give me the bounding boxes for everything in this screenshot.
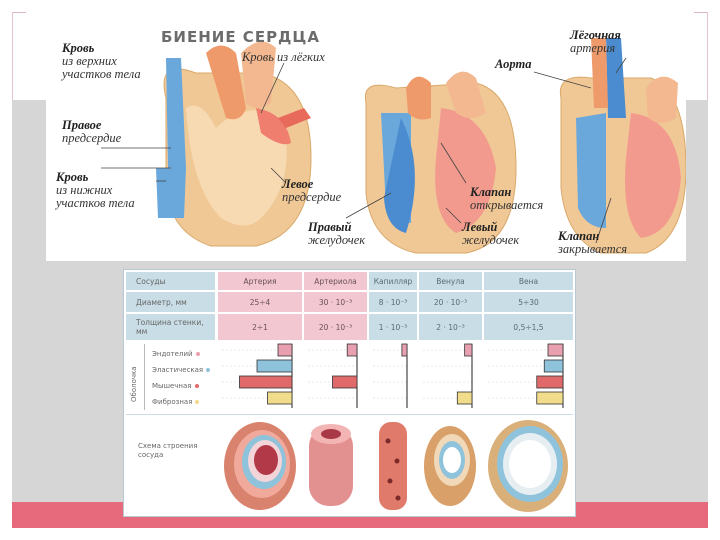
scheme-divider <box>126 414 573 415</box>
layer-fibrous: Фиброзная <box>152 398 199 406</box>
label-pulmonary-artery: Лёгочная артерия <box>570 29 621 55</box>
shell-label: Оболочка <box>130 366 138 402</box>
corner-mark <box>12 12 26 26</box>
cell-diameter: 8 · 10⁻³ <box>369 292 417 312</box>
frame-line <box>12 12 13 102</box>
label-blood-upper: Кровь из верхних участков тела <box>62 42 141 81</box>
cell-diameter: 30 · 10⁻³ <box>304 292 367 312</box>
layer-bars <box>218 342 574 412</box>
row-diameter-label: Диаметр, мм <box>126 292 215 312</box>
col-artery: Артерия <box>218 272 302 290</box>
artery-illustration <box>224 422 296 510</box>
label-left-atrium: Левое предсердие <box>282 178 341 204</box>
label-right-atrium: Правое предсердие <box>62 119 121 145</box>
layer-bar <box>465 344 472 356</box>
layer-elastic: Эластическая <box>152 366 210 374</box>
scheme-label: Схема строения сосуда <box>138 442 220 460</box>
heart-title: БИЕНИЕ СЕРДЦА <box>161 28 320 46</box>
layer-bar <box>240 376 293 388</box>
cell-diameter: 25÷4 <box>218 292 302 312</box>
layer-muscular: Мышечная <box>152 382 199 390</box>
header-vessels: Сосуды <box>126 272 215 290</box>
col-venule: Венула <box>419 272 482 290</box>
frame-line <box>707 12 708 102</box>
label-aorta: Аорта <box>495 58 531 71</box>
corner-mark <box>694 12 708 26</box>
heart-diagram-1 <box>156 42 311 246</box>
label-right-ventricle: Правый желудочек <box>308 221 365 247</box>
cell-thickness: 2 · 10⁻³ <box>419 314 482 340</box>
label-valve-opens: Клапан открывается <box>470 186 543 212</box>
label-blood-lungs: Кровь из лёгких <box>242 51 325 64</box>
layer-bar <box>347 344 357 356</box>
layer-bar <box>548 344 563 356</box>
vein-illustration <box>488 420 568 512</box>
cell-thickness: 1 · 10⁻³ <box>369 314 417 340</box>
layer-bar <box>402 344 407 356</box>
col-capillary: Капилляр <box>369 272 417 290</box>
col-arteriole: Артериола <box>304 272 367 290</box>
venule-illustration <box>424 426 476 506</box>
cell-thickness: 0,5÷1,5 <box>484 314 573 340</box>
col-vein: Вена <box>484 272 573 290</box>
layer-bar <box>537 392 563 404</box>
label-blood-lower: Кровь из нижних участков тела <box>56 171 135 210</box>
layer-bar <box>544 360 563 372</box>
shell-divider <box>144 344 145 410</box>
vessel-cross-sections <box>218 416 574 516</box>
heart-diagram-3 <box>560 38 686 253</box>
layer-bar <box>257 360 292 372</box>
layer-bar <box>333 376 358 388</box>
cell-thickness: 20 · 10⁻³ <box>304 314 367 340</box>
cell-diameter: 5÷30 <box>484 292 573 312</box>
arteriole-illustration <box>309 424 353 506</box>
capillary-illustration <box>379 422 407 510</box>
row-thickness-label: Толщина стенки, мм <box>126 314 215 340</box>
label-left-ventricle: Левый желудочек <box>462 221 519 247</box>
heart-figure: БИЕНИЕ СЕРДЦА Кровь из верхних участков … <box>46 18 686 261</box>
cell-diameter: 20 · 10⁻³ <box>419 292 482 312</box>
cell-thickness: 2÷1 <box>218 314 302 340</box>
layer-bar <box>457 392 472 404</box>
vessel-table: Сосуды Артерия Артериола Капилляр Венула… <box>123 269 576 517</box>
layer-bar <box>268 392 293 404</box>
label-valve-closes: Клапан закрывается <box>558 230 627 256</box>
layer-bar <box>537 376 563 388</box>
layer-endothelium: Эндотелий <box>152 350 200 358</box>
layer-bar <box>278 344 292 356</box>
